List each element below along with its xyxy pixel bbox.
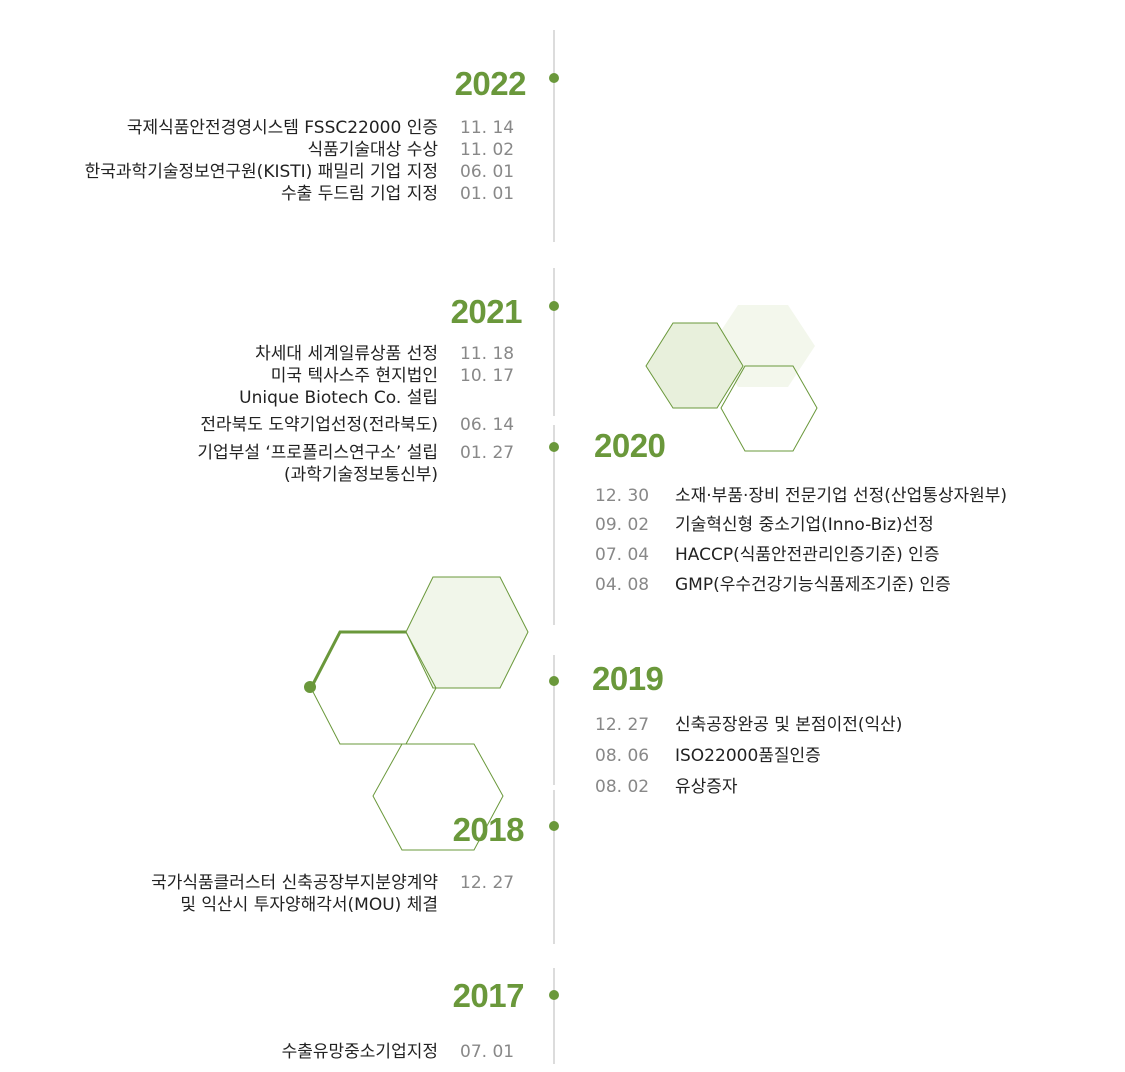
- year-dot: [549, 301, 559, 311]
- year-dot: [549, 821, 559, 831]
- timeline-line: [553, 268, 555, 416]
- timeline-event: 기업부설 ‘프로폴리스연구소’ 설립(과학기술정보통신부)01. 27: [197, 443, 515, 485]
- year-dot: [549, 676, 559, 686]
- year-dot: [549, 73, 559, 83]
- timeline-event: 전라북도 도약기업선정(전라북도)06. 14: [200, 415, 515, 435]
- year-title-2022: 2022: [454, 65, 527, 102]
- year-dot: [549, 990, 559, 1000]
- year-title-2021: 2021: [450, 293, 523, 330]
- year-title-2018: 2018: [452, 811, 525, 848]
- year-title-2019: 2019: [592, 660, 664, 697]
- timeline-line: [553, 968, 555, 1064]
- year-dot: [549, 442, 559, 452]
- timeline-line: [553, 655, 555, 785]
- year-title-2020: 2020: [594, 427, 666, 464]
- timeline-line: [553, 30, 555, 242]
- timeline-line: [553, 425, 555, 625]
- year-title-2017: 2017: [452, 977, 525, 1014]
- timeline-line: [553, 790, 555, 944]
